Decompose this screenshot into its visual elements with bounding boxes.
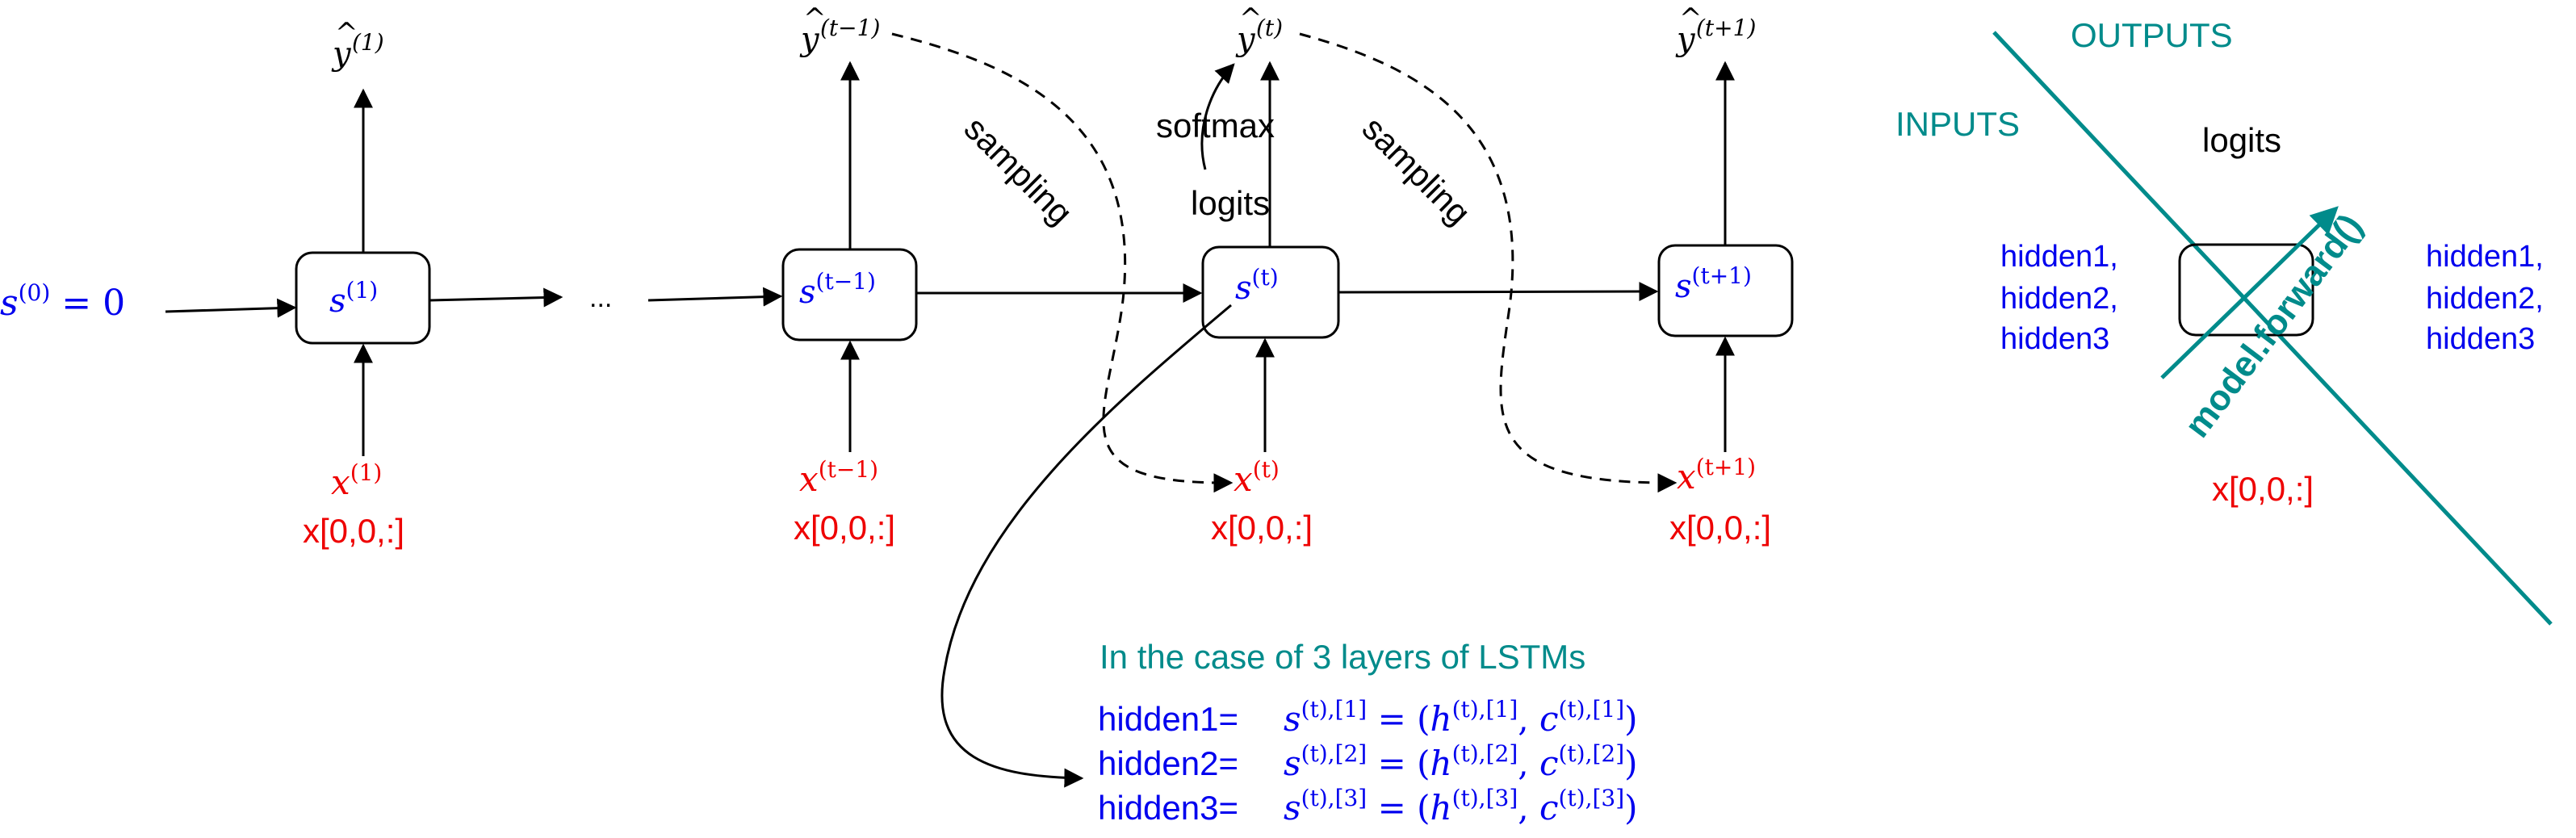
inset-hidden-right-3: hidden3 <box>2426 322 2535 356</box>
inset-forward-label: model.forward() <box>2177 207 2370 445</box>
output-label-1: y ^ (1) <box>331 17 384 73</box>
input-label-t-plus-1: x(t+1) <box>1677 454 1756 497</box>
lstm-row-label: hidden2= <box>1098 744 1238 782</box>
input-label-t-minus-1: x(t−1) <box>799 456 878 499</box>
output-label-t: y ^ (t) <box>1235 2 1283 58</box>
svg-text:y: y <box>1235 21 1256 58</box>
initial-state-label: s(0) = 0 <box>0 279 125 324</box>
svg-text:(t+1): (t+1) <box>1696 15 1756 41</box>
logits-label: logits <box>1191 184 1270 222</box>
svg-text:y: y <box>1675 21 1696 58</box>
svg-text:s(t),[2] = (h(t),[2], c(t),[2]: s(t),[2] = (h(t),[2], c(t),[2]) <box>1284 740 1638 783</box>
lstm-row-1: hidden1= s(t),[1] = (h(t),[1], c(t),[1]) <box>1098 696 1638 739</box>
svg-text:^: ^ <box>1239 2 1263 35</box>
arrow-ellipsis-to-stm1 <box>647 287 783 307</box>
softmax-label: softmax <box>1156 107 1275 145</box>
inset-hidden-left-1: hidden1, <box>2000 240 2118 274</box>
svg-text:y: y <box>331 36 352 73</box>
cell-s-t <box>1201 245 1340 339</box>
svg-text:s(t),[1] = (h(t),[1], c(t),[1]: s(t),[1] = (h(t),[1], c(t),[1]) <box>1284 696 1638 739</box>
input-code-t-minus-1: x[0,0,:] <box>794 509 895 547</box>
arrow-initial-to-s1 <box>165 298 297 318</box>
svg-text:(t): (t) <box>1256 15 1283 41</box>
lstm-row-label: hidden3= <box>1098 789 1238 827</box>
ellipsis: ... <box>589 283 612 313</box>
inset-divider-line <box>1992 31 2553 626</box>
lstm-row-label: hidden1= <box>1098 700 1238 738</box>
sampling-arrow-right <box>1299 32 1678 493</box>
sampling-arrow-left <box>891 32 1234 493</box>
input-label-t: x(t) <box>1234 456 1280 499</box>
svg-text:y: y <box>799 21 820 58</box>
input-code-t: x[0,0,:] <box>1211 509 1313 547</box>
inset-outputs-label: OUTPUTS <box>2071 16 2233 54</box>
lstm-row-3: hidden3= s(t),[3] = (h(t),[3], c(t),[3]) <box>1098 785 1638 828</box>
input-code-t-plus-1: x[0,0,:] <box>1669 509 1771 547</box>
lstm-note-title: In the case of 3 layers of LSTMs <box>1100 638 1585 676</box>
arrow-st-to-stp1 <box>1338 282 1659 302</box>
sampling-label-right: sampling <box>1355 109 1478 232</box>
inset-hidden-left-2: hidden2, <box>2000 282 2118 316</box>
svg-text:s(t),[3] = (h(t),[3], c(t),[3]: s(t),[3] = (h(t),[3], c(t),[3]) <box>1284 785 1638 828</box>
inset-hidden-right-2: hidden2, <box>2426 282 2544 316</box>
output-label-t-minus-1: y ^ (t−1) <box>799 2 880 58</box>
arrow-s1-to-ellipsis <box>429 287 563 308</box>
input-code-1: x[0,0,:] <box>303 512 404 550</box>
svg-text:^: ^ <box>1679 2 1703 35</box>
sampling-label-left: sampling <box>957 109 1080 232</box>
lstm-row-2: hidden2= s(t),[2] = (h(t),[2], c(t),[2]) <box>1098 740 1638 783</box>
svg-text:(1): (1) <box>352 29 384 56</box>
inset-input-code: x[0,0,:] <box>2212 470 2314 508</box>
inset-forward-arrow <box>2160 206 2339 379</box>
inset-hidden-right-1: hidden1, <box>2426 240 2544 274</box>
hidden-state-arrow <box>940 304 1232 788</box>
svg-text:^: ^ <box>803 2 827 35</box>
softmax-arrow <box>1200 63 1235 170</box>
svg-text:^: ^ <box>335 17 358 49</box>
input-label-1: x(1) <box>331 459 382 502</box>
inset-hidden-left-3: hidden3 <box>2000 322 2109 356</box>
inset-cell <box>2178 243 2314 337</box>
state-label-1: s(1) <box>329 277 378 320</box>
inset-logits-label: logits <box>2202 121 2281 159</box>
inset-inputs-label: INPUTS <box>1895 105 2020 143</box>
output-label-t-plus-1: y ^ (t+1) <box>1675 2 1756 58</box>
svg-text:(t−1): (t−1) <box>820 15 880 41</box>
